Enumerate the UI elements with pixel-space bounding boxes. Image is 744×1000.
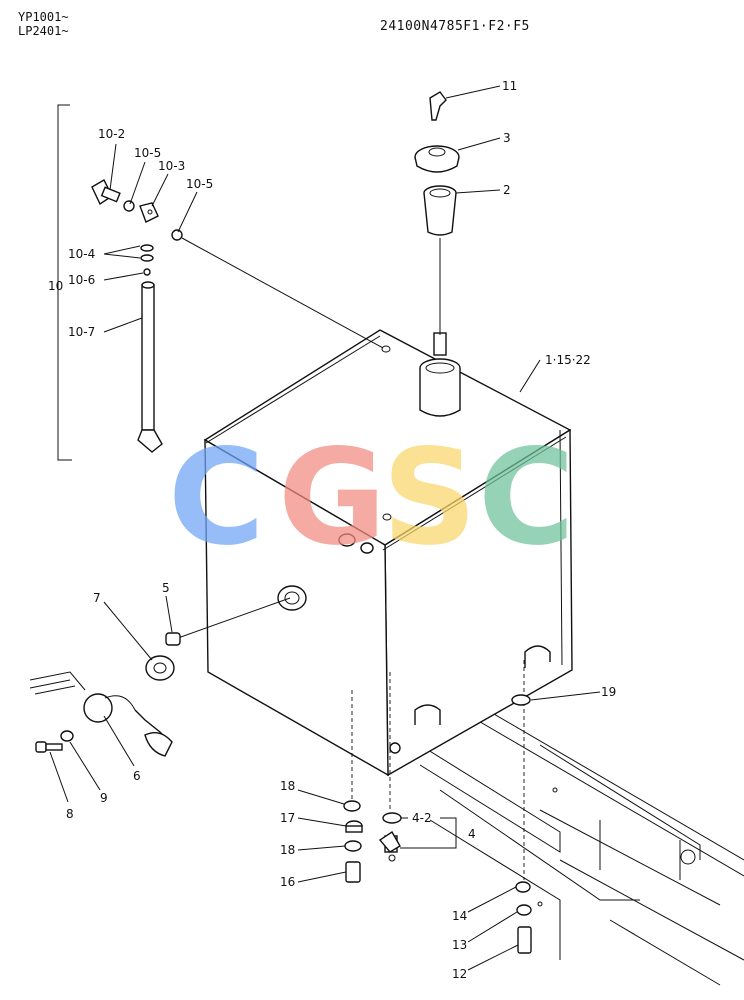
- label-10-2: 10-2: [98, 127, 125, 141]
- pipe-guide-line: [181, 237, 384, 349]
- label-2: 2: [503, 183, 511, 197]
- label-4: 4: [468, 827, 476, 841]
- drawing-code: 24100N4785F1·F2·F5: [380, 19, 530, 34]
- part-14-washer: [515, 881, 531, 893]
- model-range-line-1: YP1001~: [18, 10, 69, 24]
- label-3: 3: [503, 131, 511, 145]
- label-18-b: 18: [280, 843, 295, 857]
- label-17: 17: [280, 811, 295, 825]
- label-16: 16: [280, 875, 295, 889]
- label-18: 18: [280, 779, 295, 793]
- label-4-2: 4-2: [412, 811, 432, 825]
- part-17-collar: [345, 820, 363, 833]
- part-16-bolt: [345, 861, 361, 883]
- part-18-cushion: [343, 800, 361, 812]
- part-2-strainer: [423, 185, 457, 236]
- label-14: 14: [452, 909, 467, 923]
- leader-lines: [49, 85, 601, 971]
- label-10-5-b: 10-5: [186, 177, 213, 191]
- label-10-3: 10-3: [158, 159, 185, 173]
- part-8-screw: [35, 741, 63, 753]
- part-10-3-banjo: [139, 202, 159, 223]
- label-13: 13: [452, 938, 467, 952]
- gauge-guide-line: [177, 597, 291, 639]
- part-4-drain-cock: [378, 831, 401, 862]
- fuel-tank: [203, 329, 573, 777]
- label-10-6: 10-6: [68, 273, 95, 287]
- part-6-level-gauge: [29, 671, 173, 757]
- part-3-filler-cap: [414, 145, 460, 173]
- label-5: 5: [162, 581, 170, 595]
- part-10-5-oring-2: [171, 229, 183, 241]
- label-1-15-22: 1·15·22: [545, 353, 591, 367]
- watermark: C G S C: [168, 421, 575, 575]
- watermark-letter-c: C: [168, 421, 265, 575]
- label-7: 7: [93, 591, 101, 605]
- part-11-key: [429, 91, 447, 121]
- label-10-5: 10-5: [134, 146, 161, 160]
- label-19: 19: [601, 685, 616, 699]
- label-10-7: 10-7: [68, 325, 95, 339]
- watermark-letter-g: G: [278, 421, 386, 575]
- label-12: 12: [452, 967, 467, 981]
- label-9: 9: [100, 791, 108, 805]
- part-10-6-ball: [143, 268, 151, 276]
- label-6: 6: [133, 769, 141, 783]
- model-range-line-2: LP2401~: [18, 24, 69, 38]
- model-range: YP1001~ LP2401~: [18, 10, 69, 38]
- part-10-bracket: [57, 104, 72, 461]
- part-10-4-washer: [140, 244, 154, 252]
- frame-rails: [419, 699, 744, 986]
- part-10-4-washer-2: [140, 254, 154, 262]
- part-5-plug: [165, 632, 181, 646]
- part-9-washer: [60, 730, 74, 742]
- label-8: 8: [66, 807, 74, 821]
- part-12-bolt: [517, 926, 532, 954]
- part-19-cushion: [511, 694, 531, 706]
- part-10-7-pipe: [137, 281, 163, 453]
- watermark-letter-s: S: [382, 421, 477, 575]
- label-11: 11: [502, 79, 517, 93]
- part-7-gasket: [145, 655, 175, 681]
- label-10-4: 10-4: [68, 247, 95, 261]
- watermark-letter-c-2: C: [478, 421, 575, 575]
- part-13-nut: [516, 904, 532, 916]
- part-18-cushion-2: [344, 840, 362, 852]
- part-10-5-oring: [123, 200, 135, 212]
- part-4-2-cushion: [382, 812, 402, 824]
- part-10-2-fitting: [91, 179, 121, 206]
- label-10: 10: [48, 279, 63, 293]
